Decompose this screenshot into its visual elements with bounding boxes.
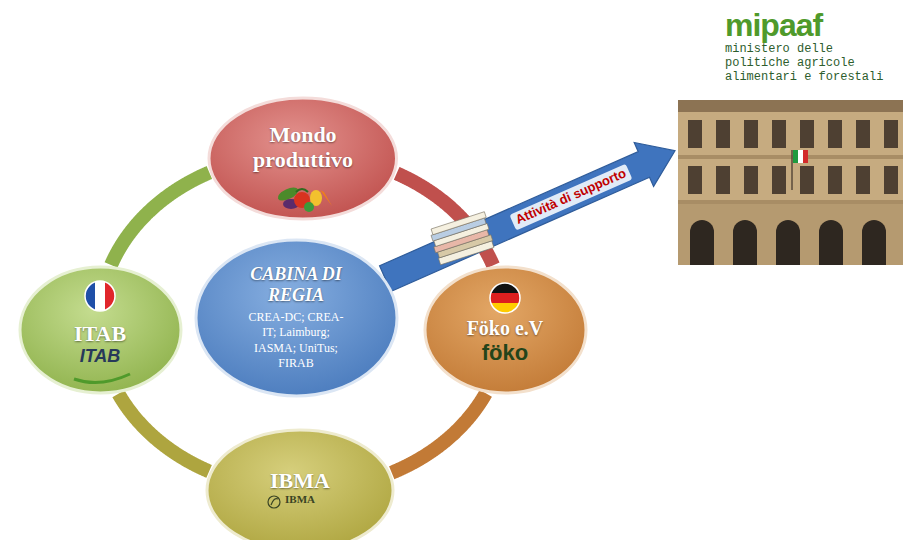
steering-circle: CABINA DI REGIA CREA-DC; CREA-IT; Laimbur… [194, 238, 399, 398]
partner-circle: Föko e.Vföko [423, 265, 588, 395]
circle-fill [207, 430, 393, 540]
node-title: IBMA [270, 468, 330, 493]
ministry-logo: mipaaf [725, 8, 822, 43]
logo-icon [268, 496, 280, 508]
vegetables-picture [276, 185, 332, 212]
node-title: CABINA DI REGIA [249, 264, 344, 305]
member-list: CREA-DC; CREA-IT; Laimburg; IASMA; UniTu… [242, 310, 350, 372]
node-content: Mondo produttivo [207, 96, 399, 173]
ring-connector [111, 173, 209, 266]
ring-connector [392, 393, 486, 472]
node-content: mipaafministero delle politiche agricole… [675, 4, 903, 85]
logo-text: IBMA [285, 493, 315, 506]
papers-picture [428, 212, 496, 265]
partner-circle: IBMAIBMA [205, 428, 395, 540]
node-title: Föko e.V [467, 317, 544, 340]
circle-fill [209, 98, 397, 219]
stakeholder-circle: Mondo produttivo [207, 96, 399, 221]
ministry-name: ministero delle politiche agricole alime… [725, 43, 895, 84]
circle-fill [20, 267, 181, 393]
ministry-building-photo [678, 100, 903, 265]
ministry-block: mipaafministero delle politiche agricole… [675, 4, 903, 266]
node-content: ITABITAB [18, 265, 183, 367]
node-title: ITAB [74, 321, 126, 346]
logo-swoosh [74, 374, 130, 383]
partner-circle: ITABITAB [18, 265, 183, 395]
circle-fill [196, 240, 397, 396]
logo-text: föko [482, 340, 528, 365]
node-content: Föko e.Vföko [423, 265, 588, 365]
arrow-label: Attività di supporto [509, 163, 632, 230]
node-title: Mondo produttivo [236, 122, 371, 173]
logo-text: ITAB [80, 346, 121, 367]
node-content: IBMAIBMA [205, 428, 395, 506]
node-content: CABINA DI REGIA CREA-DC; CREA-IT; Laimbur… [194, 238, 399, 372]
french-flag [85, 281, 115, 311]
circle-fill [425, 267, 586, 393]
german-flag [490, 283, 520, 313]
ring-connector [118, 394, 209, 472]
